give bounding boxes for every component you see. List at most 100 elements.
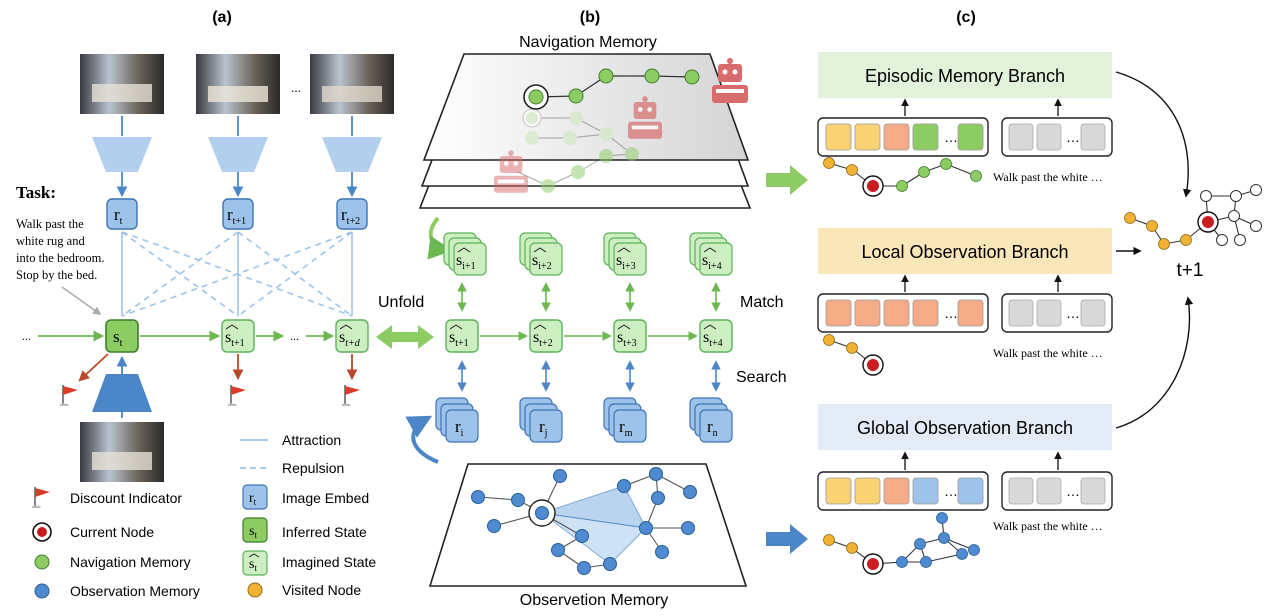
- legend-image-embed-icon: rt: [242, 484, 268, 510]
- legend-inferred-state-icon: st: [242, 517, 268, 543]
- repulsion-lines: [121, 231, 353, 317]
- global-instruction: Walk past the white …: [993, 519, 1103, 533]
- observation-graph: [471, 467, 697, 575]
- match-label: Match: [740, 294, 784, 311]
- global-branch-title: Global Observation Branch: [857, 418, 1073, 438]
- unfold-label: Unfold: [378, 294, 424, 311]
- svg-text:st+d: st+d: [339, 329, 361, 349]
- svg-text:rt+2: rt+2: [341, 205, 360, 227]
- matched-state-i3: si+3: [603, 232, 647, 276]
- svg-text:st: st: [113, 327, 123, 349]
- legend-label-discount: Discount Indicator: [70, 490, 182, 506]
- panel-a: ... rt rt+1 rt+2: [16, 54, 394, 482]
- match-arrows: [457, 282, 721, 312]
- svg-text:rt: rt: [249, 491, 257, 507]
- imagined-state-s-td: st+d: [335, 319, 369, 353]
- svg-text:…: …: [944, 129, 958, 145]
- episodic-branch-title: Episodic Memory Branch: [865, 66, 1065, 86]
- svg-text:…: …: [1066, 305, 1080, 321]
- nav-layer-1: [422, 53, 750, 161]
- image-embed-r-t1: rt+1: [222, 198, 254, 230]
- retrieved-embeds-row: ri rj rm rn: [435, 397, 733, 443]
- svg-text:st+1: st+1: [449, 329, 469, 349]
- observation-photo-3: [310, 54, 394, 114]
- search-arrows: [457, 360, 721, 392]
- output-step-label: t+1: [1177, 260, 1204, 281]
- svg-text:si+3: si+3: [616, 252, 636, 272]
- legend-label-navigation-memory: Navigation Memory: [70, 554, 191, 570]
- svg-text:si+2: si+2: [532, 252, 552, 272]
- legend-flag-icon: [32, 486, 51, 508]
- local-branch-box: [818, 228, 1112, 274]
- imagined-states-row: st+1 st+2 st+3 st+4: [445, 319, 733, 353]
- legend-yellow-dot-icon: [247, 582, 263, 598]
- task-line-3: into the bedroom.: [16, 251, 105, 265]
- episodic-text-tokens: …: [1001, 117, 1113, 157]
- svg-text:st+1: st+1: [225, 329, 245, 349]
- task-title: Task:: [16, 183, 56, 202]
- legend-label-repulsion: Repulsion: [282, 460, 344, 476]
- episodic-graph: [823, 157, 982, 197]
- svg-text:st: st: [249, 524, 257, 540]
- global-to-output-arrow: [1115, 296, 1194, 429]
- inferred-state-s-t: st: [105, 319, 139, 353]
- legend-green-dot-icon: [34, 554, 50, 570]
- imagined-state-t4: st+4: [699, 319, 733, 353]
- local-instruction: Walk past the white …: [993, 346, 1103, 360]
- local-graph: [823, 334, 884, 376]
- svg-text:rj: rj: [539, 417, 547, 439]
- global-text-tokens: …: [1001, 471, 1113, 511]
- svg-text:rm: rm: [619, 417, 633, 439]
- navigation-memory-title: Navigation Memory: [519, 34, 657, 51]
- chain-ellipsis-mid: ...: [290, 329, 299, 343]
- retrieved-embed-j: rj: [519, 397, 563, 443]
- legend-label-attraction: Attraction: [282, 432, 341, 448]
- imagined-state-t2: st+2: [529, 319, 563, 353]
- photo-ellipsis: ...: [291, 80, 301, 95]
- legend-label-current-node: Current Node: [70, 524, 154, 540]
- legend: Discount Indicator Current Node Navigati…: [32, 432, 376, 599]
- imagined-state-t1: st+1: [445, 319, 479, 353]
- episodic-to-output-arrow: [1115, 71, 1192, 198]
- observation-photo-1: [80, 54, 164, 114]
- retrieved-embed-n: rn: [689, 397, 733, 443]
- retrieved-embed-m: rm: [603, 397, 647, 443]
- local-branch-title: Local Observation Branch: [861, 242, 1068, 262]
- global-graph: [823, 512, 980, 575]
- svg-text:st: st: [249, 557, 257, 573]
- local-token-sequence: …: [817, 293, 989, 333]
- nav-graph-top: [523, 68, 700, 110]
- svg-text:…: …: [1066, 129, 1080, 145]
- legend-label-image-embed: Image Embed: [282, 490, 369, 506]
- observation-photo-2: [196, 54, 280, 114]
- svg-text:rn: rn: [707, 417, 718, 439]
- svg-text:si+4: si+4: [702, 252, 722, 272]
- flag-icon-1: [60, 384, 79, 406]
- matched-state-i2: si+2: [519, 232, 563, 276]
- nav-graph-faded: [517, 108, 639, 193]
- svg-text:st+3: st+3: [617, 329, 637, 349]
- encoder-1: [92, 137, 152, 172]
- task-line-4: Stop by the bed.: [16, 268, 97, 282]
- output-graph: [1124, 184, 1262, 250]
- svg-text:rt: rt: [114, 205, 123, 227]
- legend-label-observation-memory: Observation Memory: [70, 583, 200, 599]
- retrieved-embed-i: ri: [435, 397, 479, 443]
- observation-photo-current: [80, 422, 164, 482]
- svg-text:…: …: [1066, 483, 1080, 499]
- episodic-branch-box: [818, 52, 1112, 98]
- svg-text:st+4: st+4: [703, 329, 723, 349]
- encoder-2: [208, 137, 268, 172]
- matched-states-row: si+1 si+2 si+3 si+4: [443, 232, 733, 276]
- legend-label-imagined-state: Imagined State: [282, 554, 376, 570]
- observation-memory-title: Observetion Memory: [520, 592, 669, 609]
- svg-text:st+2: st+2: [533, 329, 553, 349]
- svg-text:…: …: [944, 305, 958, 321]
- search-label: Search: [736, 369, 787, 386]
- panel-c: Episodic Memory Branch … …: [766, 52, 1262, 575]
- panel-label-c: (c): [956, 9, 976, 26]
- unfold-double-arrow: [376, 325, 434, 349]
- local-text-tokens: …: [1001, 293, 1113, 333]
- episodic-token-sequence: …: [817, 117, 989, 157]
